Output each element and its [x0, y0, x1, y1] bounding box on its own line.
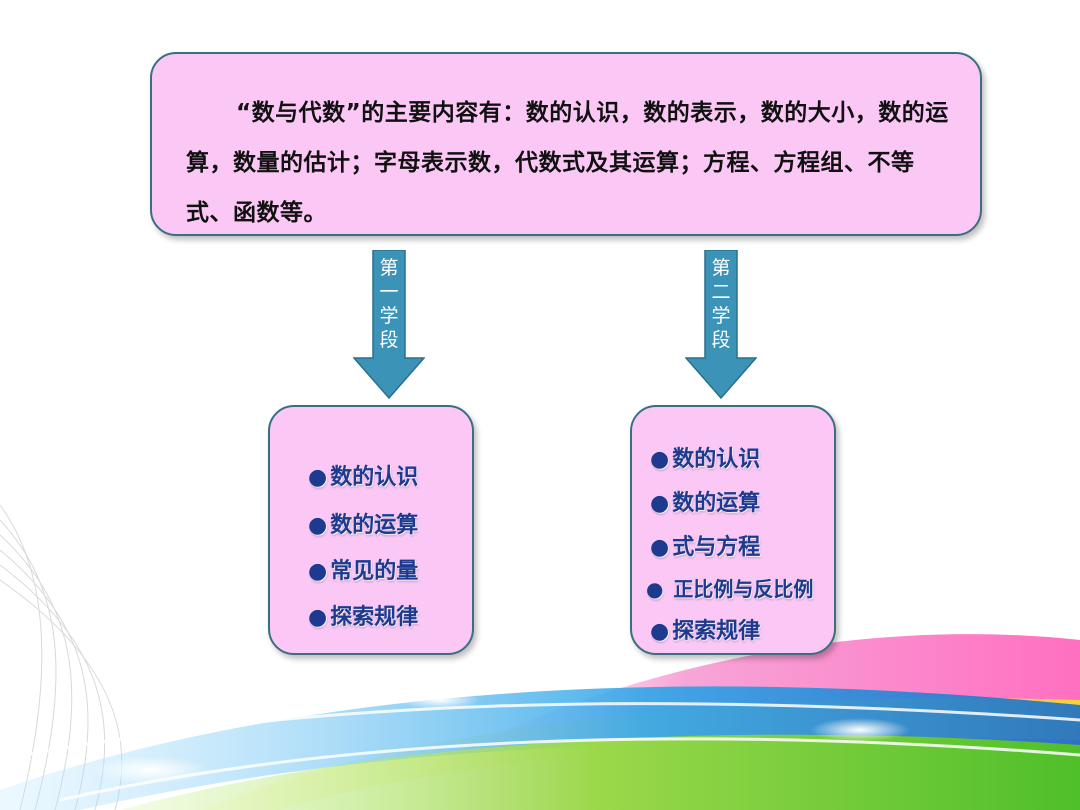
bullet-icon: ● [650, 491, 670, 516]
down-arrow-icon [352, 249, 426, 400]
summary-box: “数与代数”的主要内容有：数的认识，数的表示，数的大小，数的运算，数量的估计；字… [150, 52, 982, 236]
list-item: ●探索规律 [308, 605, 419, 630]
list-item: ●数的运算 [650, 491, 761, 516]
summary-text: “数与代数”的主要内容有：数的认识，数的表示，数的大小，数的运算，数量的估计；字… [186, 100, 949, 226]
bullet-icon: ● [308, 605, 328, 630]
list-item: ●数的认识 [308, 465, 419, 490]
bullet-icon: ● [308, 513, 328, 538]
bullet-icon: ● [308, 465, 328, 490]
bullet-icon: ● [308, 559, 328, 584]
stage-one-label: 第一学段 [379, 257, 399, 351]
down-arrow-icon [684, 249, 758, 400]
stage-two-label: 第二学段 [711, 257, 731, 351]
list-item: ●数的运算 [308, 513, 419, 538]
stage-two-box: ●数的认识 ●数的运算 ●式与方程 ● 正比例与反比例 ●探索规律 [630, 405, 836, 655]
list-item: ● 正比例与反比例 [646, 577, 814, 601]
list-item: ●常见的量 [308, 559, 419, 584]
bullet-icon: ● [650, 535, 670, 560]
list-item: ●式与方程 [650, 535, 761, 560]
stage-two-arrow: 第二学段 [684, 249, 758, 400]
bullet-icon: ● [646, 577, 664, 601]
stage-one-arrow: 第一学段 [352, 249, 426, 400]
list-item: ●探索规律 [650, 619, 761, 644]
bullet-icon: ● [650, 447, 670, 472]
stage-one-box: ●数的认识 ●数的运算 ●常见的量 ●探索规律 [268, 405, 474, 655]
list-item: ●数的认识 [650, 447, 761, 472]
bullet-icon: ● [650, 619, 670, 644]
